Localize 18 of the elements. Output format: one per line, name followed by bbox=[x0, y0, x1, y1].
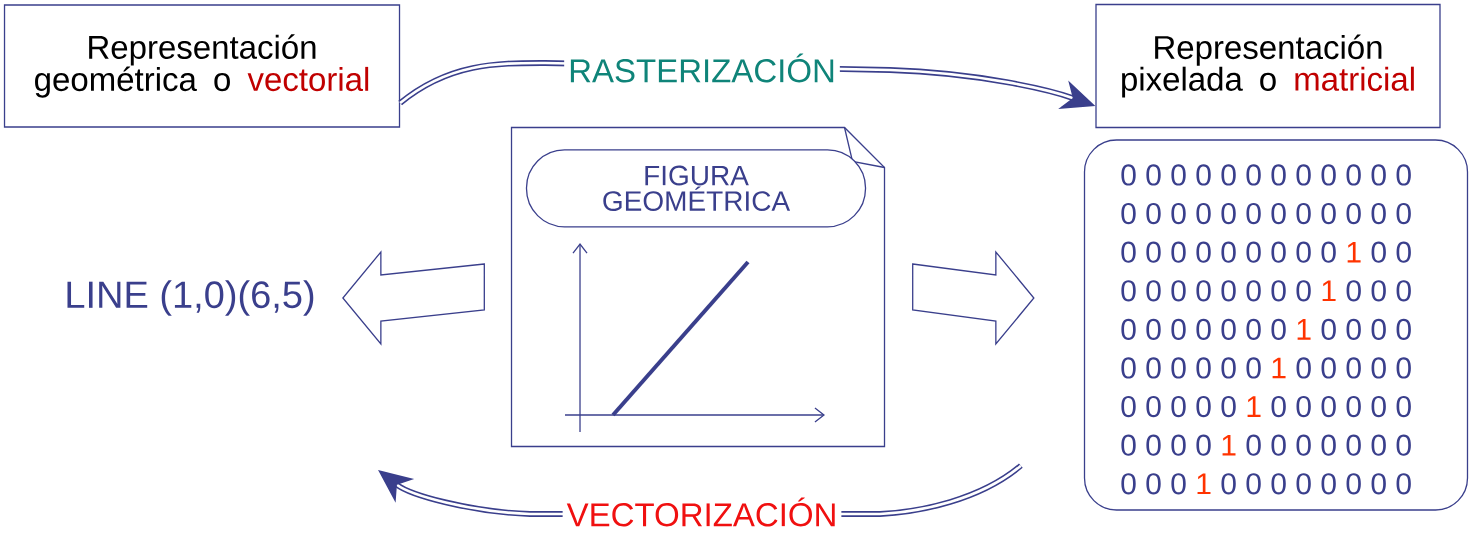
rounded-label-box: FIGURA GEOMÉTRICA bbox=[525, 149, 867, 228]
matrix-row: 0 0 0 0 0 0 0 0 1 0 0 0 bbox=[1121, 280, 1411, 302]
matrix-row: 0 0 0 0 0 0 0 1 0 0 0 0 bbox=[1121, 318, 1411, 340]
matrix-row: 0 0 0 0 0 0 1 0 0 0 0 0 bbox=[1121, 357, 1411, 379]
matrix-row: 0 0 0 0 0 0 0 0 0 0 0 0 bbox=[1121, 202, 1411, 225]
text-box: Representación pixelada o matricial bbox=[1095, 3, 1441, 129]
matrix-row: 0 0 0 0 0 0 0 0 0 1 0 0 bbox=[1121, 241, 1411, 263]
edge-label: VECTORIZACIÓN bbox=[562, 493, 842, 531]
matrix-row: 0 0 0 0 1 0 0 0 0 0 0 0 bbox=[1121, 434, 1411, 456]
matrix-row: 0 0 0 0 0 0 0 0 0 0 0 0 bbox=[1121, 164, 1411, 186]
block-arrow bbox=[912, 250, 1035, 346]
matrix-row: 0 0 0 0 0 1 0 0 0 0 0 0 bbox=[1121, 395, 1411, 418]
block-arrow bbox=[342, 250, 485, 346]
matrix-row: 0 0 0 1 0 0 0 0 0 0 0 0 bbox=[1121, 473, 1411, 495]
edge-label: RASTERIZACIÓN bbox=[564, 49, 840, 87]
command-text: LINE (1,0)(6,5) bbox=[67, 280, 314, 316]
text-box: Representación geométrica o vectorial bbox=[3, 4, 401, 128]
document-page bbox=[510, 126, 886, 448]
